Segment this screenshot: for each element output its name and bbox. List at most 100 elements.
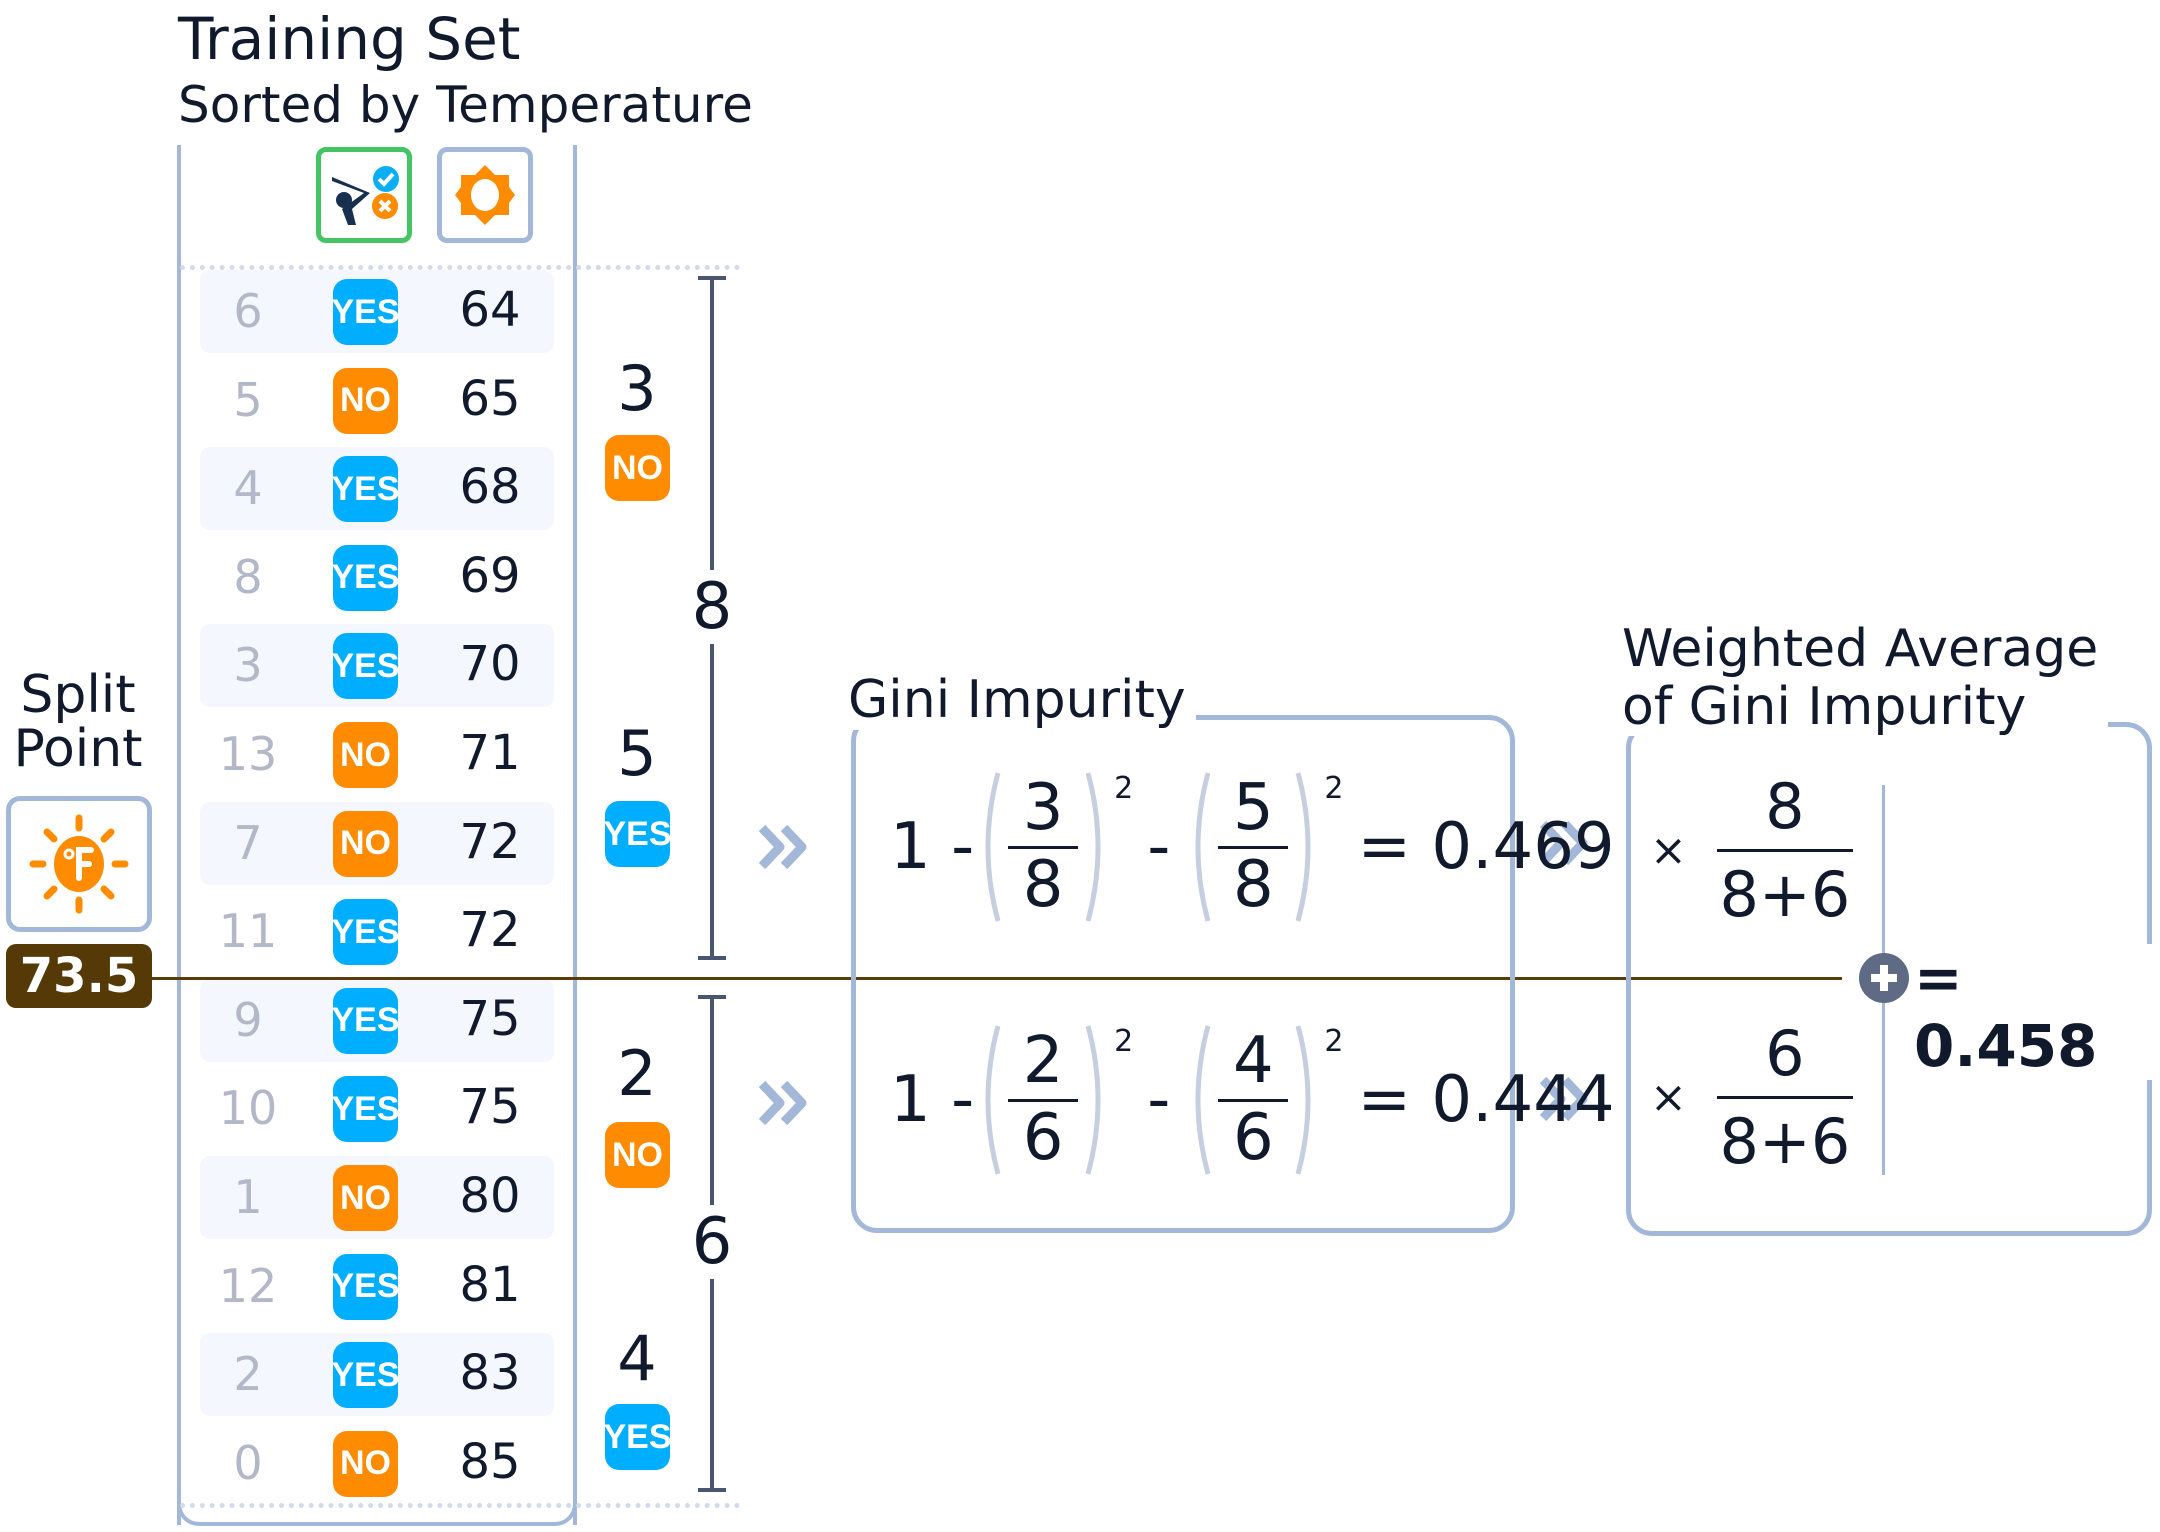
right-total: 6 bbox=[682, 1205, 742, 1279]
table-row: 0 NO 85 bbox=[200, 1422, 554, 1505]
table-row: 2 YES 83 bbox=[200, 1333, 554, 1417]
table-right-border bbox=[573, 145, 577, 1525]
play-badge: YES bbox=[331, 279, 400, 345]
table-row: 6 YES 64 bbox=[200, 270, 554, 353]
paren-close bbox=[1085, 1025, 1101, 1175]
weighted-result: = 0.458 bbox=[1914, 944, 2160, 1080]
split-point-label: Split Point bbox=[0, 668, 156, 776]
table-row: 1 NO 80 bbox=[200, 1156, 554, 1239]
left-bracket-cap-top bbox=[698, 276, 726, 280]
table-row: 13 NO 71 bbox=[200, 713, 554, 796]
temperature-value: 81 bbox=[459, 1256, 521, 1313]
table-left-border bbox=[177, 145, 181, 1525]
row-id: 6 bbox=[233, 284, 263, 338]
numerator: 2 bbox=[1022, 1023, 1064, 1098]
play-badge: NO bbox=[333, 722, 398, 788]
label-column-header bbox=[316, 147, 412, 243]
sun-icon bbox=[455, 165, 515, 225]
paren-close bbox=[1295, 1025, 1311, 1175]
left-total: 8 bbox=[682, 570, 742, 644]
subtitle: Sorted by Temperature bbox=[178, 76, 753, 134]
temperature-value: 75 bbox=[459, 1079, 521, 1136]
row-id: 4 bbox=[233, 461, 263, 516]
one-minus: 1 - bbox=[890, 810, 975, 884]
table-row: 9 YES 75 bbox=[200, 978, 554, 1062]
exponent: 2 bbox=[1324, 771, 1344, 806]
weighted-title-line1: Weighted Average bbox=[1622, 619, 2099, 679]
paren-open bbox=[1195, 1025, 1211, 1175]
golf-yes-no-icon bbox=[332, 166, 399, 225]
fraction-bar bbox=[1716, 1096, 1853, 1099]
gini-title: Gini Impurity bbox=[848, 670, 1196, 730]
play-badge: YES bbox=[331, 633, 400, 700]
fraction-bar bbox=[1716, 849, 1853, 852]
row-id: 12 bbox=[218, 1258, 278, 1313]
times: × bbox=[1650, 1072, 1687, 1123]
exponent: 2 bbox=[1114, 771, 1134, 806]
minus: - bbox=[1147, 810, 1171, 884]
right-bracket-cap-bottom bbox=[698, 1488, 726, 1492]
temperature-value: 80 bbox=[459, 1168, 521, 1224]
temperature-value: 69 bbox=[459, 547, 521, 604]
numerator: 6 bbox=[1765, 1017, 1805, 1090]
temperature-value: 68 bbox=[459, 459, 521, 516]
left-yes-count: 5 bbox=[617, 717, 657, 790]
denominator: 6 bbox=[1022, 1100, 1064, 1175]
feature-column-header bbox=[437, 147, 533, 243]
right-no-count: 2 bbox=[617, 1037, 657, 1110]
temperature-value: 64 bbox=[459, 282, 521, 338]
row-id: 5 bbox=[233, 372, 263, 427]
numerator: 4 bbox=[1232, 1023, 1274, 1098]
exponent: 2 bbox=[1324, 1024, 1344, 1059]
row-id: 9 bbox=[233, 992, 263, 1047]
numerator: 8 bbox=[1765, 770, 1805, 843]
temperature-value: 72 bbox=[459, 902, 521, 959]
left-yes-badge: YES bbox=[603, 801, 672, 867]
table-row: 7 NO 72 bbox=[200, 801, 554, 885]
weighted-title: Weighted Average of Gini Impurity bbox=[1622, 619, 2109, 737]
fraction-bar bbox=[1218, 845, 1289, 849]
table-row: 5 NO 65 bbox=[200, 359, 554, 442]
row-id: 13 bbox=[218, 727, 278, 781]
row-id: 0 bbox=[233, 1435, 263, 1490]
weight-left: × 8 8+6 bbox=[1650, 770, 1853, 931]
play-badge: YES bbox=[331, 899, 400, 966]
table-row: 3 YES 70 bbox=[200, 624, 554, 708]
times: × bbox=[1650, 825, 1687, 876]
weighted-title-line2: of Gini Impurity bbox=[1622, 677, 2027, 737]
row-id: 10 bbox=[218, 1081, 278, 1136]
fraction-bar bbox=[1008, 845, 1079, 849]
row-id: 8 bbox=[233, 549, 263, 604]
temperature-value: 83 bbox=[459, 1345, 521, 1402]
row-id: 1 bbox=[233, 1170, 263, 1224]
numerator: 3 bbox=[1022, 770, 1064, 845]
left-no-count: 3 bbox=[617, 352, 657, 425]
temperature-value: 85 bbox=[459, 1433, 521, 1490]
play-badge: YES bbox=[331, 1342, 400, 1409]
right-bracket-cap-top bbox=[698, 995, 726, 999]
exponent: 2 bbox=[1114, 1024, 1134, 1059]
plus-icon bbox=[1859, 953, 1909, 1003]
paren-close bbox=[1085, 772, 1101, 922]
table-row: 4 YES 68 bbox=[200, 447, 554, 531]
split-label-line2: Point bbox=[13, 719, 143, 779]
table-bottom bbox=[177, 1490, 577, 1526]
paren-close bbox=[1295, 772, 1311, 922]
right-yes-count: 4 bbox=[617, 1322, 657, 1395]
play-badge: YES bbox=[331, 544, 400, 611]
denominator: 8+6 bbox=[1719, 858, 1851, 931]
temperature-value: 72 bbox=[459, 813, 521, 870]
denominator: 6 bbox=[1232, 1100, 1274, 1175]
split-value: 73.5 bbox=[6, 944, 152, 1008]
left-bracket-cap-bottom bbox=[698, 956, 726, 960]
temperature-value: 71 bbox=[459, 725, 521, 781]
right-yes-badge: YES bbox=[603, 1404, 672, 1470]
chevron-right-icon bbox=[1539, 820, 1588, 866]
